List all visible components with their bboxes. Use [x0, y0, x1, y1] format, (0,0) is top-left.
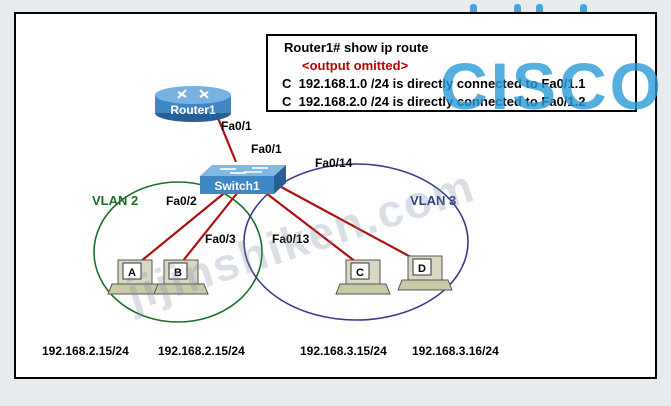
cli-prompt: Router1# show ip route — [284, 40, 429, 55]
port-label-fa03: Fa0/3 — [205, 232, 236, 246]
link-switch-d — [271, 181, 421, 263]
switch1-label: Switch1 — [214, 179, 260, 193]
ip-host-a: 192.168.2.15/24 — [42, 344, 129, 358]
port-label-fa013: Fa0/13 — [272, 232, 310, 246]
host-d-icon[interactable] — [397, 255, 453, 291]
link-switch-b — [181, 191, 239, 263]
cli-omitted: <output omitted> — [302, 58, 409, 73]
show-ip-route-output: Router1# show ip route <output omitted> … — [266, 34, 637, 112]
ip-host-c: 192.168.3.15/24 — [300, 344, 387, 358]
cisco-wordmark: CISCO — [440, 49, 665, 123]
host-c-label: C — [356, 267, 364, 279]
cli-route-1: C 192.168.1.0 /24 is directly connected … — [282, 76, 586, 91]
router1-label: Router1 — [170, 103, 216, 117]
router1-icon[interactable] — [155, 86, 231, 122]
host-c-icon[interactable] — [335, 259, 391, 295]
vlan3-label: VLAN 3 — [410, 193, 456, 208]
link-switch-c — [261, 189, 357, 263]
ip-host-d: 192.168.3.16/24 — [412, 344, 499, 358]
port-label-fa014: Fa0/14 — [315, 156, 353, 170]
port-label-router-fa01: Fa0/1 — [221, 119, 252, 133]
host-b-icon[interactable] — [153, 259, 209, 295]
ip-host-b: 192.168.2.15/24 — [158, 344, 245, 358]
port-label-fa02: Fa0/2 — [166, 194, 197, 208]
cli-route-2: C 192.168.2.0 /24 is directly connected … — [282, 94, 586, 109]
vlan3-ring — [243, 163, 469, 321]
host-b-label: B — [174, 267, 182, 279]
vlan2-ring — [93, 181, 263, 323]
host-a-icon[interactable] — [107, 259, 163, 295]
switch1-icon[interactable] — [200, 165, 286, 194]
host-d-label: D — [418, 263, 426, 275]
port-label-switch-fa01: Fa0/1 — [251, 142, 282, 156]
host-a-label: A — [128, 267, 136, 279]
link-router-switch — [216, 117, 238, 163]
vlan2-label: VLAN 2 — [92, 193, 138, 208]
link-switch-a — [139, 189, 229, 263]
